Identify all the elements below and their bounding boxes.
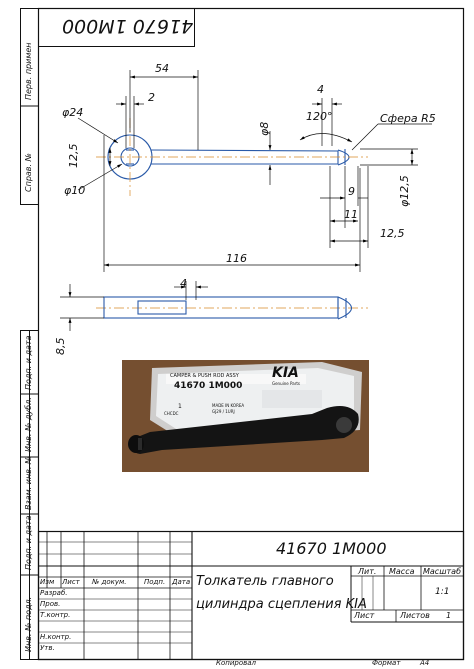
side-label-inv-dubl: Инв. № дубл. bbox=[24, 397, 33, 452]
dim-8-5: 8,5 bbox=[54, 337, 67, 356]
part-side-view bbox=[103, 296, 353, 320]
dim-4-top: 4 bbox=[317, 83, 324, 96]
side-label-perv-primen: Перв. примен bbox=[24, 42, 33, 100]
photo-model: CHCDC bbox=[164, 411, 179, 416]
dimension-lines bbox=[77, 70, 432, 272]
dim-4-side: 4 bbox=[180, 277, 187, 290]
side-label-sprav: Справ. № bbox=[24, 153, 33, 192]
top-stamp-text: 41670 1M000 bbox=[62, 15, 194, 37]
side-label-vzam-inv: Взам. инв. № bbox=[24, 455, 33, 510]
dim-120: 120° bbox=[306, 110, 333, 123]
photo-qty: 1 bbox=[178, 403, 182, 410]
row-nkontr: Н.контр. bbox=[40, 633, 72, 641]
side-label-inv-podl: Инв. № подл. bbox=[24, 596, 33, 652]
side-label-podp-data-1: Подп. и дата bbox=[24, 335, 33, 391]
sheet-label: Лист bbox=[354, 611, 375, 620]
dim-12-5-bottom: 12,5 bbox=[380, 227, 405, 240]
row-razrab: Разраб. bbox=[40, 589, 68, 597]
dim-phi24: φ24 bbox=[62, 106, 84, 119]
sheets-label: Листов bbox=[400, 611, 430, 620]
side-dimension-lines bbox=[60, 281, 208, 331]
scale-header: Масштаб bbox=[423, 567, 462, 576]
dim-2: 2 bbox=[148, 91, 155, 104]
copied-label: Копировал bbox=[216, 659, 256, 667]
product-photo-art bbox=[122, 360, 369, 472]
center-lines bbox=[96, 118, 368, 309]
dim-phi12-5: φ12,5 bbox=[398, 175, 411, 207]
photo-part-number: 41670 1M000 bbox=[174, 381, 243, 391]
designation: 41670 1M000 bbox=[276, 539, 387, 558]
photo-kia-logo: KIA bbox=[272, 365, 299, 381]
scale-value: 1:1 bbox=[435, 587, 450, 597]
dim-54: 54 bbox=[155, 62, 169, 75]
side-label-podp-data-2: Подп. и дата bbox=[24, 515, 33, 571]
dim-phi10: φ10 bbox=[64, 184, 86, 197]
dim-12-5-left: 12,5 bbox=[67, 143, 80, 169]
dim-phi8: φ8 bbox=[258, 121, 271, 136]
format-value: А4 bbox=[420, 659, 430, 667]
col-doc: № докум. bbox=[92, 578, 127, 586]
top-stamp-box bbox=[38, 8, 195, 47]
col-izm: Изм bbox=[40, 578, 55, 586]
photo-code: GJ29 / 1URJ bbox=[212, 409, 235, 414]
title-block-grid bbox=[37, 530, 465, 661]
sheets-value: 1 bbox=[446, 611, 452, 620]
dim-11: 11 bbox=[344, 208, 358, 221]
lit-header: Лит. bbox=[358, 567, 377, 576]
part-name-line2: цилиндра сцепления KIA bbox=[196, 597, 367, 612]
col-list: Лист bbox=[62, 578, 80, 586]
dim-sphere-r5: Сфера R5 bbox=[380, 112, 436, 125]
row-utv: Утв. bbox=[40, 644, 55, 652]
part-name-line1: Толкатель главного bbox=[196, 574, 334, 589]
photo-label-title: CAMPER & PUSH ROD ASSY bbox=[170, 373, 239, 379]
format-label: Формат bbox=[372, 659, 401, 667]
col-data: Дата bbox=[172, 578, 191, 586]
row-prov: Пров. bbox=[40, 600, 61, 608]
row-tkontr: Т.контр. bbox=[40, 611, 71, 619]
dim-9: 9 bbox=[348, 185, 355, 198]
photo-made-in: MADE IN KOREA bbox=[212, 403, 245, 408]
dim-116: 116 bbox=[226, 252, 247, 265]
col-podp: Подп. bbox=[144, 578, 166, 586]
mass-header: Масса bbox=[389, 567, 415, 576]
photo-brand-sub: Genuine Parts bbox=[272, 381, 300, 386]
product-photo: CAMPER & PUSH ROD ASSY 41670 1M000 KIA G… bbox=[122, 360, 369, 472]
sheet-frame bbox=[20, 7, 465, 661]
